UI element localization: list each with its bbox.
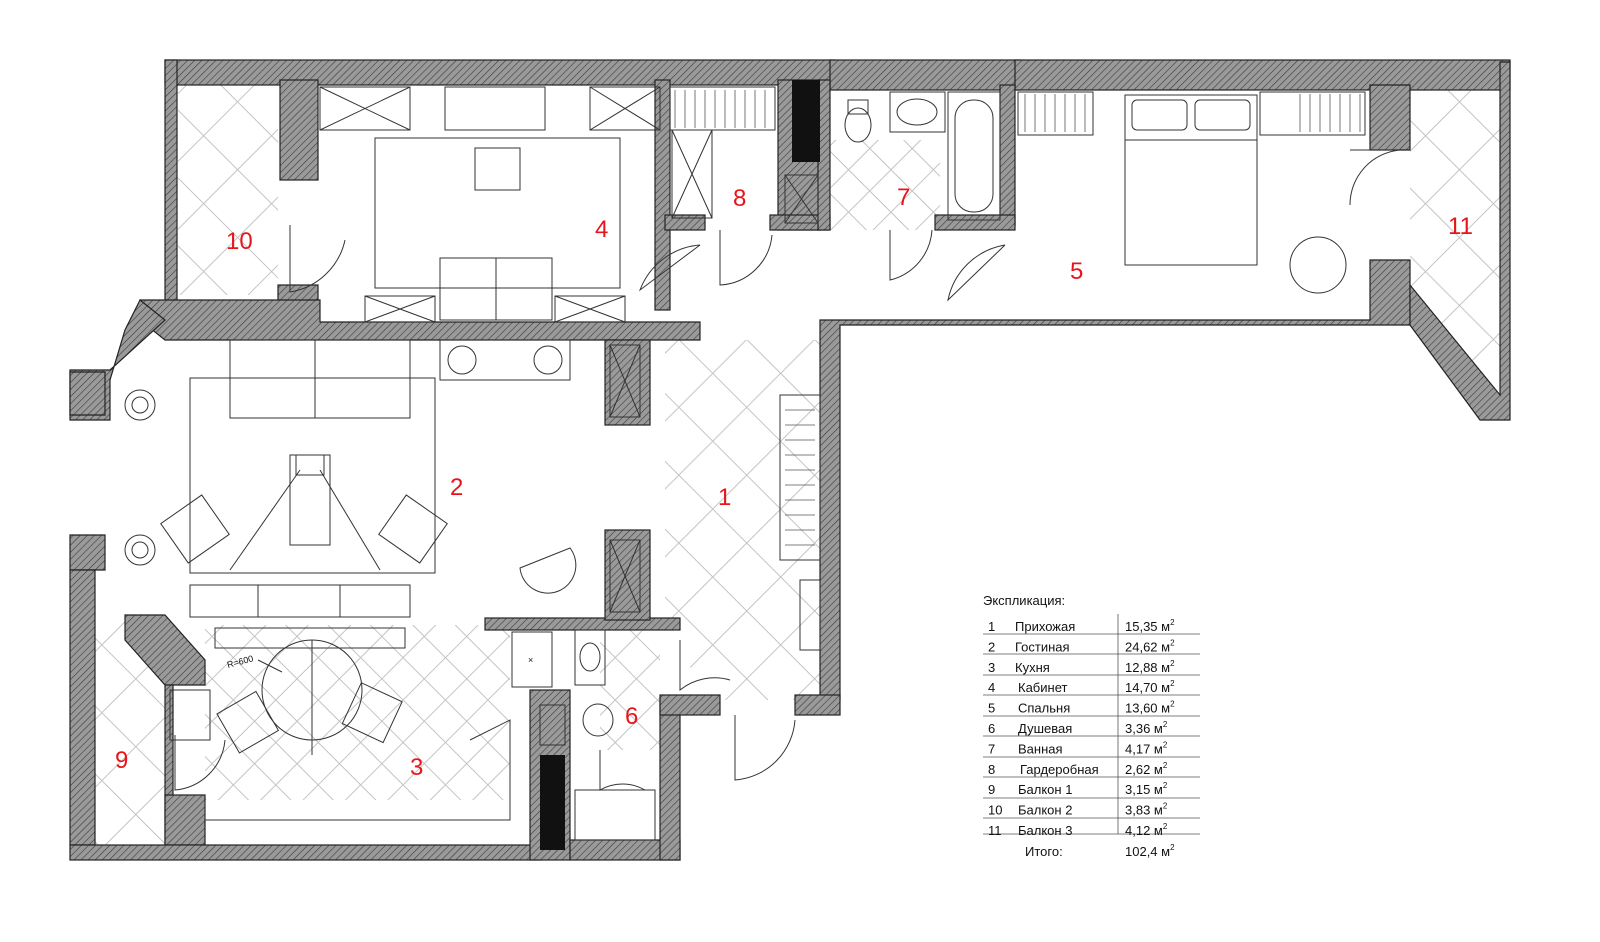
legend-total-label: Итого: <box>1025 844 1063 859</box>
room-number-7: 7 <box>897 184 910 211</box>
legend-table: Экспликация: 1 Прихожая 15,35 м2 2 Гостиная 2… <box>983 593 1200 859</box>
legend-row-area: 4,12 м2 <box>1125 822 1168 838</box>
column <box>792 80 820 162</box>
legend-row-name: Кухня <box>1015 660 1050 675</box>
room-number-10: 10 <box>226 228 253 255</box>
legend-title: Экспликация: <box>983 593 1065 608</box>
legend-row-area: 24,62 м2 <box>1125 638 1175 654</box>
wardrobe-rails <box>674 90 1361 546</box>
furniture <box>124 86 1366 841</box>
legend-row-number: 5 <box>988 701 995 716</box>
legend-row-number: 2 <box>988 639 995 654</box>
sink-mark: × <box>528 655 533 665</box>
legend-row-area: 14,70 м2 <box>1125 679 1175 695</box>
room-number-2: 2 <box>450 474 463 501</box>
legend-row-name: Ванная <box>1018 741 1063 756</box>
legend-row-name: Кабинет <box>1018 680 1067 695</box>
room-number-3: 3 <box>410 754 423 781</box>
legend-row-name: Балкон 1 <box>1018 782 1072 797</box>
legend-row-name: Душевая <box>1018 721 1072 736</box>
room-number-1: 1 <box>718 484 731 511</box>
legend-row-area: 4,17 м2 <box>1125 740 1168 756</box>
legend-row-number: 1 <box>988 619 995 634</box>
room-number-9: 9 <box>115 747 128 774</box>
legend-row-area: 12,88 м2 <box>1125 659 1175 675</box>
room-numbers: 1 2 3 4 5 6 7 8 9 10 11 <box>115 184 1473 781</box>
room-number-6: 6 <box>625 703 638 730</box>
legend-row-number: 4 <box>988 680 995 695</box>
legend-row-number: 7 <box>988 741 995 756</box>
legend-row-area: 3,83 м2 <box>1125 802 1168 818</box>
walls <box>69 59 1511 861</box>
legend-row-area: 3,15 м2 <box>1125 781 1168 797</box>
legend-row-name: Прихожая <box>1015 619 1075 634</box>
tiled-floors <box>80 85 1500 845</box>
legend-total-value: 102,4 м2 <box>1125 843 1175 859</box>
legend-row-area: 3,36 м2 <box>1125 720 1168 736</box>
room-number-8: 8 <box>733 185 746 212</box>
legend-row-number: 3 <box>988 660 995 675</box>
legend-row-name: Спальня <box>1018 701 1070 716</box>
legend-row-name: Гардеробная <box>1020 762 1099 777</box>
legend-row-number: 11 <box>988 823 1002 838</box>
radius-arrow <box>257 659 283 673</box>
legend-row-number: 10 <box>988 803 1002 818</box>
room-number-11: 11 <box>1448 213 1473 240</box>
legend-row-name: Балкон 2 <box>1018 803 1072 818</box>
legend-row-area: 2,62 м2 <box>1125 761 1168 777</box>
legend-row-number: 6 <box>988 721 995 736</box>
legend-row-name: Балкон 3 <box>1018 823 1072 838</box>
shaft <box>540 755 565 850</box>
legend-row-number: 8 <box>988 762 995 777</box>
room-number-5: 5 <box>1070 258 1083 285</box>
legend-row-area: 15,35 м2 <box>1125 618 1175 634</box>
legend-row-name: Гостиная <box>1015 639 1070 654</box>
legend-row-area: 13,60 м2 <box>1125 700 1175 716</box>
doors <box>174 149 1401 791</box>
legend-row-number: 9 <box>988 782 995 797</box>
room-number-4: 4 <box>595 216 608 243</box>
